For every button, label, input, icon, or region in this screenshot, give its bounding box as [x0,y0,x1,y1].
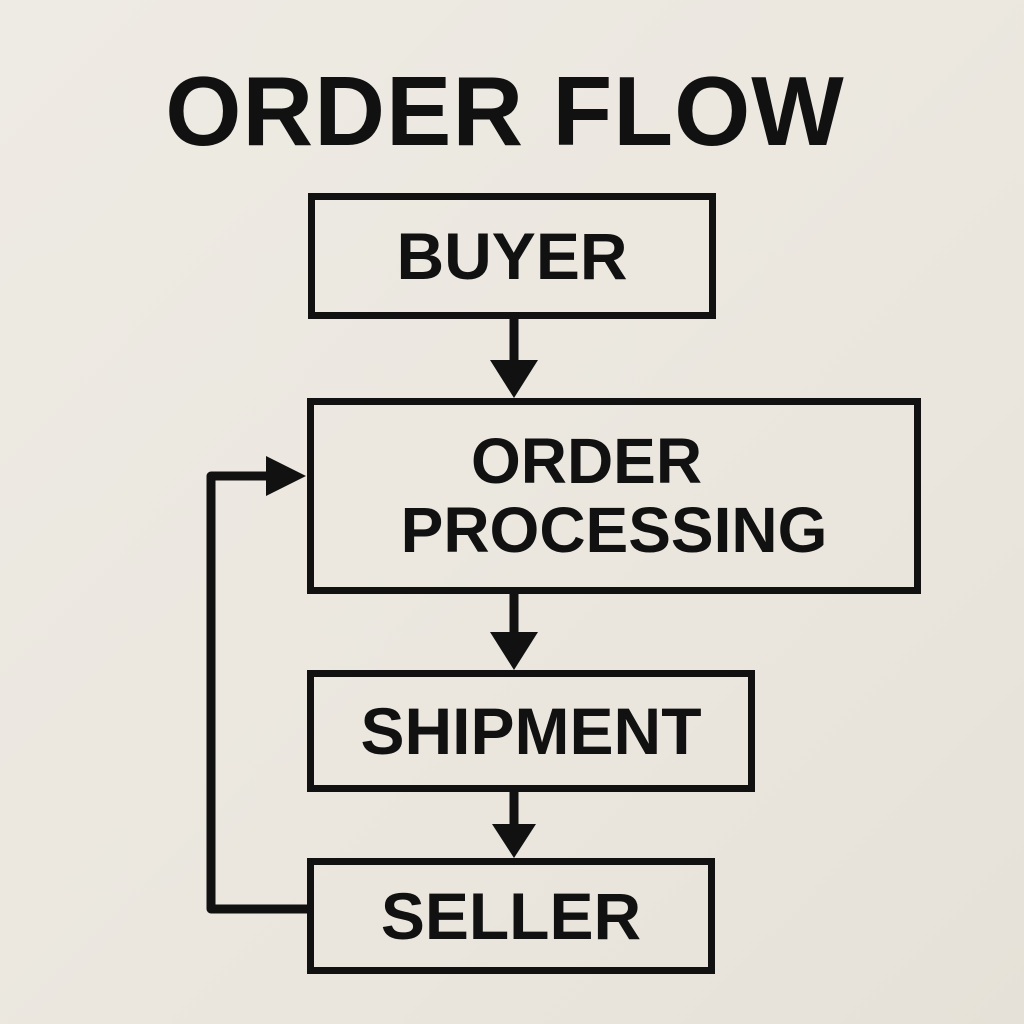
arrow-processing-to-shipment [490,594,538,670]
node-order-processing[interactable]: ORDER PROCESSING [307,398,921,594]
arrow-shipment-to-seller [492,792,536,858]
node-seller[interactable]: SELLER [307,858,715,974]
node-buyer[interactable]: BUYER [308,193,716,319]
node-order-processing-label-line2: PROCESSING [400,494,828,566]
node-buyer-label: BUYER [396,219,628,293]
diagram-title: ORDER FLOW [165,56,845,166]
arrow-seller-to-processing-loop [206,456,307,914]
node-order-processing-label-line1: ORDER [470,424,703,497]
arrow-buyer-to-processing [490,319,538,398]
node-seller-label: SELLER [380,879,642,953]
node-shipment-label: SHIPMENT [360,694,702,768]
node-shipment[interactable]: SHIPMENT [307,670,755,792]
